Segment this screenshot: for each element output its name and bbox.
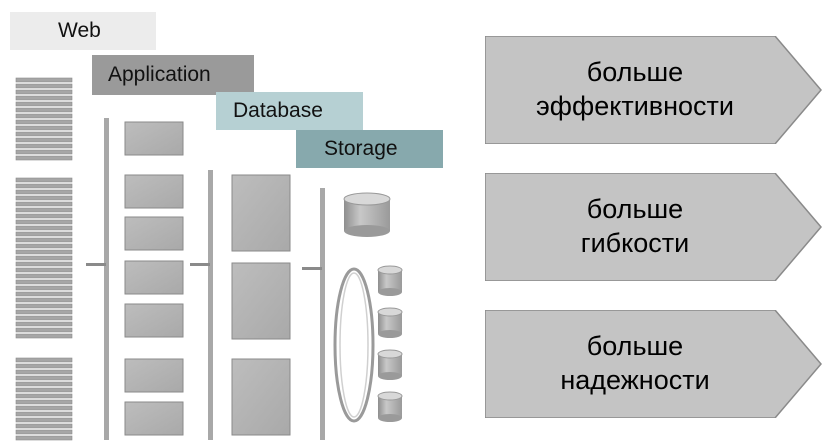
- arrow-shape: [485, 36, 822, 144]
- tier-storage-label: Storage: [296, 130, 443, 168]
- server-rack-unit: [15, 309, 73, 315]
- storage-large-cylinder: [343, 192, 391, 237]
- server-rack-unit: [15, 417, 73, 423]
- server-rack-unit: [15, 219, 73, 225]
- small-storage-cylinder: [377, 307, 403, 338]
- server-rack-unit: [15, 399, 73, 405]
- server-rack-unit: [15, 119, 73, 125]
- infrastructure-diagram: [15, 77, 403, 441]
- server-rack-unit: [15, 77, 73, 83]
- server-rack-unit: [15, 387, 73, 393]
- app-server-block: [124, 174, 184, 209]
- server-rack-unit: [15, 375, 73, 381]
- arrow-shape: [485, 310, 822, 418]
- storage-ring: [333, 267, 375, 423]
- small-storage-cylinder: [377, 265, 403, 296]
- server-rack-unit: [15, 95, 73, 101]
- server-rack-unit: [15, 303, 73, 309]
- app-server-block: [124, 303, 184, 338]
- server-rack-unit: [15, 255, 73, 261]
- server-rack-unit: [15, 125, 73, 131]
- server-rack-unit: [15, 273, 73, 279]
- server-rack-unit: [15, 207, 73, 213]
- server-rack-unit: [15, 131, 73, 137]
- server-rack-unit: [15, 83, 73, 89]
- server-rack-unit: [15, 201, 73, 207]
- app-server-block: [124, 401, 184, 436]
- server-rack-unit: [15, 357, 73, 363]
- server-rack-unit: [15, 285, 73, 291]
- server-rack-unit: [15, 101, 73, 107]
- arrow-shape: [485, 173, 822, 281]
- server-rack-unit: [15, 393, 73, 399]
- server-rack-unit: [15, 435, 73, 441]
- benefit-arrow-flexibility: больше гибкости: [485, 173, 822, 281]
- app-server-block: [124, 121, 184, 156]
- server-rack-unit: [15, 243, 73, 249]
- server-rack-unit: [15, 237, 73, 243]
- server-rack-unit: [15, 113, 73, 119]
- server-rack-unit: [15, 333, 73, 339]
- app-server-block: [124, 216, 184, 251]
- server-rack-unit: [15, 291, 73, 297]
- benefit-line1: больше: [586, 194, 684, 225]
- server-rack-unit: [15, 315, 73, 321]
- server-rack-unit: [15, 107, 73, 113]
- application-servers: [124, 121, 184, 436]
- server-rack-unit: [15, 297, 73, 303]
- tier-web-label: Web: [10, 12, 156, 50]
- benefit-line2: надежности: [560, 365, 710, 395]
- server-rack-unit: [15, 195, 73, 201]
- server-rack-unit: [15, 423, 73, 429]
- server-rack-unit: [15, 231, 73, 237]
- benefit-line2: гибкости: [580, 228, 690, 258]
- server-rack-unit: [15, 261, 73, 267]
- db-server-block: [231, 262, 291, 340]
- server-rack-unit: [15, 137, 73, 143]
- tier-database-label: Database: [216, 92, 363, 130]
- benefit-arrow-reliability: больше надежности: [485, 310, 822, 418]
- server-rack-unit: [15, 149, 73, 155]
- server-rack-unit: [15, 143, 73, 149]
- server-rack-unit: [15, 369, 73, 375]
- storage-ring-inner: [339, 272, 369, 418]
- server-rack-unit: [15, 225, 73, 231]
- server-rack-unit: [15, 89, 73, 95]
- server-rack-unit: [15, 267, 73, 273]
- database-bus-line: [190, 170, 213, 440]
- small-storage-cylinder: [377, 349, 403, 380]
- storage-small-cylinders: [377, 265, 403, 422]
- benefit-line1: больше: [586, 57, 684, 88]
- app-server-block: [124, 358, 184, 393]
- server-rack-unit: [15, 381, 73, 387]
- server-rack-unit: [15, 183, 73, 189]
- server-rack-unit: [15, 189, 73, 195]
- server-rack-unit: [15, 155, 73, 161]
- tier-application-label: Application: [92, 55, 254, 95]
- server-rack-unit: [15, 405, 73, 411]
- server-rack-unit: [15, 327, 73, 333]
- server-rack-unit: [15, 177, 73, 183]
- db-server-block: [231, 174, 291, 252]
- server-rack-unit: [15, 363, 73, 369]
- benefit-arrow-efficiency: больше эффективности: [485, 36, 822, 144]
- server-rack-unit: [15, 321, 73, 327]
- benefit-line1: больше: [586, 331, 684, 362]
- benefit-line2: эффективности: [535, 91, 734, 121]
- app-bus-line: [86, 118, 109, 440]
- server-rack-unit: [15, 411, 73, 417]
- app-server-block: [124, 260, 184, 295]
- web-server-stacks: [15, 77, 73, 441]
- small-storage-cylinder: [377, 391, 403, 422]
- server-rack-unit: [15, 429, 73, 435]
- server-rack-unit: [15, 213, 73, 219]
- server-rack-unit: [15, 249, 73, 255]
- database-servers: [231, 174, 291, 436]
- server-rack-unit: [15, 279, 73, 285]
- storage-bus-line: [302, 188, 325, 440]
- db-server-block: [231, 358, 291, 436]
